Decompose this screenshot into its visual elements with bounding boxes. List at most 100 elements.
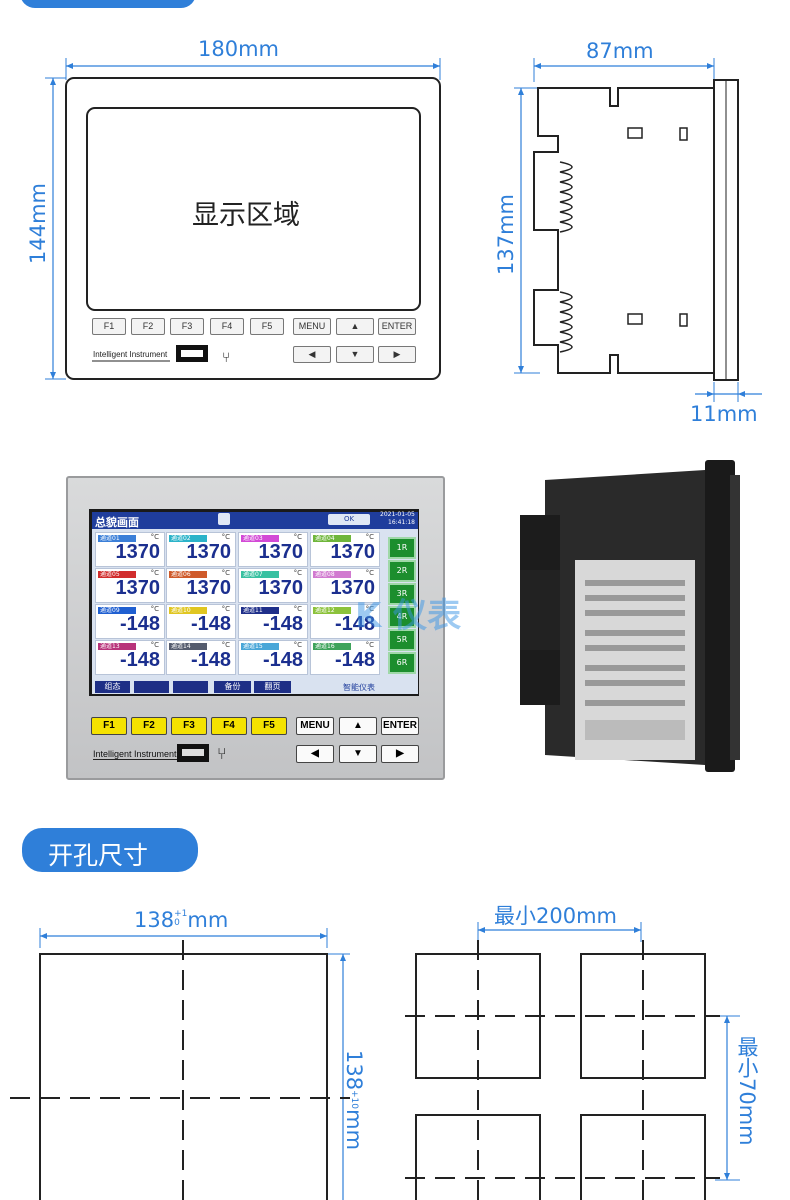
cutout-height-tol-bottom: 0 (349, 1103, 359, 1110)
channel-value: -148 (262, 649, 303, 671)
tab-page: 翻页 (254, 681, 291, 693)
channel-value: 1370 (258, 577, 304, 599)
min-horizontal-label: 最小200mm (494, 904, 617, 928)
channel-name: 通道02 (169, 535, 207, 542)
channel-name: 通道11 (241, 607, 279, 614)
screen-date: 2021-01-05 (380, 511, 415, 518)
tab-blank-1 (134, 681, 169, 693)
brand-label: Intelligent Instrument (93, 350, 168, 359)
photo-left-key: ◀ (296, 745, 334, 763)
channel-value: -148 (334, 649, 375, 671)
channel-unit: °C (221, 569, 230, 577)
channel-cell: 通道10 °C-148 (166, 604, 236, 639)
right-key: ▶ (378, 346, 416, 363)
photo-enter-key: ENTER (381, 717, 419, 735)
down-key: ▼ (336, 346, 374, 363)
channel-cell: 通道16 °C-148 (310, 640, 380, 675)
channel-name: 通道07 (241, 571, 279, 578)
cutout-width-unit: mm (187, 908, 229, 932)
relay-button-6: 6R (388, 652, 416, 674)
side-height-dimension-label: 137mm (494, 194, 518, 275)
channel-unit: °C (221, 605, 230, 613)
f1-key: F1 (92, 318, 126, 335)
depth-dimension-label: 87mm (586, 39, 654, 63)
channel-value: 1370 (258, 541, 304, 563)
f2-key: F2 (131, 318, 165, 335)
channel-value: -148 (190, 649, 231, 671)
height-dimension-label: 144mm (26, 183, 50, 264)
channel-unit: °C (365, 533, 374, 541)
tab-config: 组态 (95, 681, 130, 693)
channel-value: 1370 (115, 577, 161, 599)
section-header-cutout (22, 828, 198, 872)
min-vertical-label: 最小70mm (735, 1036, 759, 1146)
channel-value: 1370 (115, 541, 161, 563)
channel-value: -148 (262, 613, 303, 635)
channel-cell: 通道15°C-148 (238, 640, 308, 675)
channel-name: 通道05 (98, 571, 136, 578)
photo-menu-key: MENU (296, 717, 334, 735)
cutout-height-unit: mm (342, 1109, 366, 1151)
channel-name: 通道08 (313, 571, 351, 578)
display-area-label: 显示区域 (192, 200, 300, 231)
photo-usb-icon: ⑂ (217, 744, 227, 763)
front-drawing: ⑂ (45, 58, 441, 380)
channel-name: 通道04 (313, 535, 351, 542)
enter-key: ENTER (378, 318, 416, 335)
bezel-dimension-label: 11mm (690, 402, 758, 426)
channel-cell: 通道09°C-148 (95, 604, 165, 639)
channel-value: 1370 (330, 541, 376, 563)
channel-unit: °C (293, 533, 302, 541)
channel-cell: 通道12°C-148 (310, 604, 380, 639)
cutout-width-tol-bottom: 0 (174, 918, 180, 928)
channel-cell: 通道11°C-148 (238, 604, 308, 639)
channel-value: -148 (119, 649, 160, 671)
photo-f3-key: F3 (171, 717, 207, 735)
cutout-width-tol-top: +1 (174, 909, 188, 919)
channel-unit: °C (293, 569, 302, 577)
channel-cell: 通道13°C-148 (95, 640, 165, 675)
screen-title: 总貌画面 (95, 516, 139, 529)
cutout-width-value: 138 (134, 908, 175, 932)
photo-f5-key: F5 (251, 717, 287, 735)
relay-button-5: 5R (388, 629, 416, 651)
cutout-height-tol-top: +1 (349, 1090, 359, 1104)
channel-name: 通道03 (241, 535, 279, 542)
f5-key: F5 (250, 318, 284, 335)
channel-cell: 通道14°C-148 (166, 640, 236, 675)
channel-name: 通道15 (241, 643, 279, 650)
channel-name: 通道01 (98, 535, 136, 542)
photo-brand-label: Intelligent Instrument (93, 749, 177, 760)
channel-name: 通道10 (169, 607, 207, 614)
photo-f2-key: F2 (131, 717, 167, 735)
screen-time: 16:41:18 (388, 519, 415, 526)
side-drawing (514, 58, 762, 402)
channel-value: 1370 (330, 577, 376, 599)
relay-button-3: 3R (388, 583, 416, 605)
channel-name: 通道13 (98, 643, 136, 650)
up-key: ▲ (336, 318, 374, 335)
side-photo (520, 460, 740, 772)
channel-unit: °C (150, 569, 159, 577)
channel-unit: °C (150, 605, 159, 613)
photo-up-key: ▲ (339, 717, 377, 735)
width-dimension-label: 180mm (198, 37, 279, 61)
channel-unit: °C (365, 569, 374, 577)
channel-name: 通道16 (313, 643, 351, 650)
cutout-height-label: 138+10mm (342, 1050, 366, 1151)
left-key: ◀ (293, 346, 331, 363)
cutout-height-value: 138 (342, 1050, 366, 1091)
section-header-top (20, 0, 196, 8)
channel-name: 通道09 (98, 607, 136, 614)
channel-unit: °C (365, 641, 374, 649)
channel-value: -148 (190, 613, 231, 635)
photo-right-key: ▶ (381, 745, 419, 763)
relay-button-4: 4R (388, 606, 416, 628)
